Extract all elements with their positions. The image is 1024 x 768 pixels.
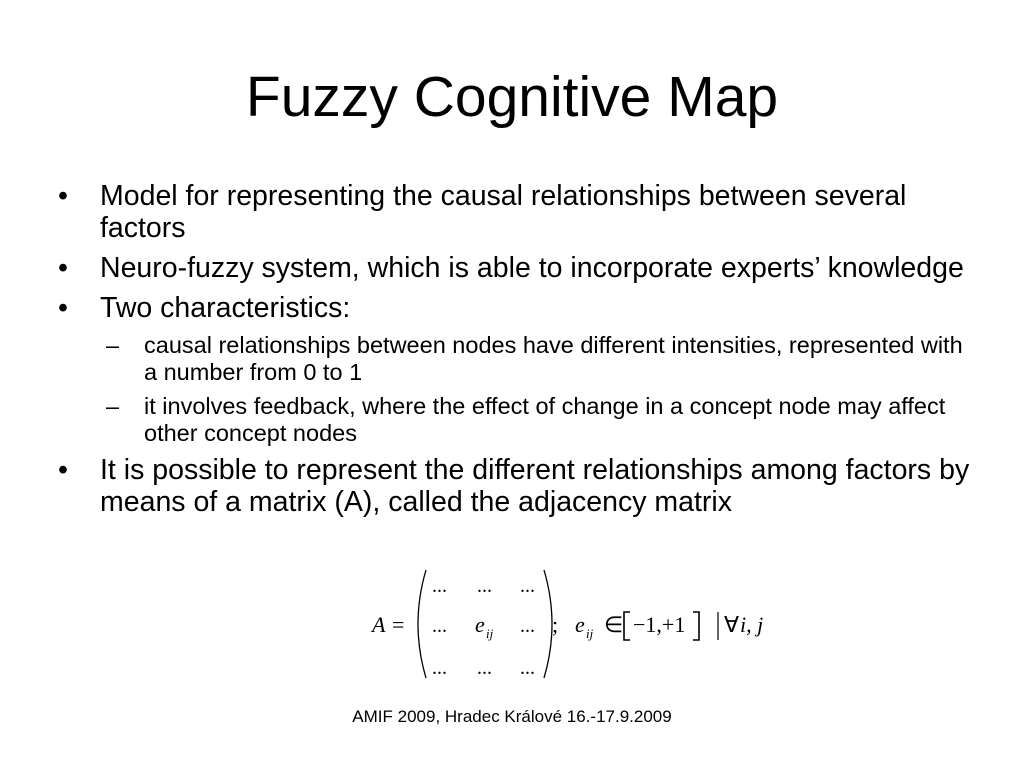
matrix-cell: ... — [432, 657, 447, 679]
bullet-item: • Two characteristics: — [58, 292, 978, 324]
bullet-text: Model for representing the causal relati… — [100, 180, 907, 244]
matrix-cell: ... — [432, 575, 447, 597]
separator: ; — [552, 612, 558, 637]
bullet-marker: • — [58, 252, 68, 284]
sub-bullet-marker: – — [106, 393, 120, 419]
bullet-text: Neuro-fuzzy system, which is able to inc… — [100, 252, 964, 284]
element-symbol: e — [575, 612, 585, 637]
matrix-cell: ... — [477, 575, 492, 597]
index-variables: i, j — [740, 612, 763, 637]
equals-sign: = — [392, 612, 404, 637]
bullet-list: • Model for representing the causal rela… — [58, 180, 978, 526]
matrix-name: A — [370, 612, 386, 637]
adjacency-matrix-formula: A = ... ... ... ... e ij ... ... ... ...… — [370, 564, 790, 684]
matrix-cell: ... — [520, 575, 535, 597]
matrix-cell: ... — [520, 657, 535, 679]
forall-symbol: ∀ — [724, 612, 739, 637]
sub-bullet-marker: – — [106, 332, 120, 358]
right-parenthesis — [543, 569, 553, 679]
bullet-marker: • — [58, 292, 68, 324]
bullet-item: • It is possible to represent the differ… — [58, 454, 978, 518]
slide-footer: AMIF 2009, Hradec Králové 16.-17.9.2009 — [352, 707, 672, 726]
sub-bullet-list: – causal relationships between nodes hav… — [58, 332, 978, 447]
matrix-cell: ... — [520, 615, 535, 637]
right-bracket — [693, 611, 700, 641]
sub-bullet-item: – it involves feedback, where the effect… — [106, 393, 978, 447]
bullet-item: • Neuro-fuzzy system, which is able to i… — [58, 252, 978, 284]
slide-title: Fuzzy Cognitive Map — [245, 65, 779, 129]
sub-bullet-item: – causal relationships between nodes hav… — [106, 332, 978, 386]
bullet-marker: • — [58, 454, 68, 486]
bullet-text: Two characteristics: — [100, 292, 351, 324]
interval-values: −1,+1 — [633, 612, 685, 637]
matrix-cell-subscript: ij — [486, 626, 494, 641]
bullet-item: • Model for representing the causal rela… — [58, 180, 978, 244]
left-parenthesis — [417, 569, 427, 679]
matrix-cell: ... — [477, 657, 492, 679]
element-subscript: ij — [586, 626, 594, 641]
sub-bullet-text: it involves feedback, where the effect o… — [144, 393, 946, 446]
bullet-text: It is possible to represent the differen… — [100, 454, 970, 518]
matrix-cell: ... — [432, 615, 447, 637]
sub-bullet-text: causal relationships between nodes have … — [144, 332, 963, 385]
matrix-cell: e — [475, 612, 485, 637]
element-of-symbol: ∈ — [604, 612, 623, 637]
left-bracket — [623, 611, 630, 641]
bullet-marker: • — [58, 180, 68, 212]
